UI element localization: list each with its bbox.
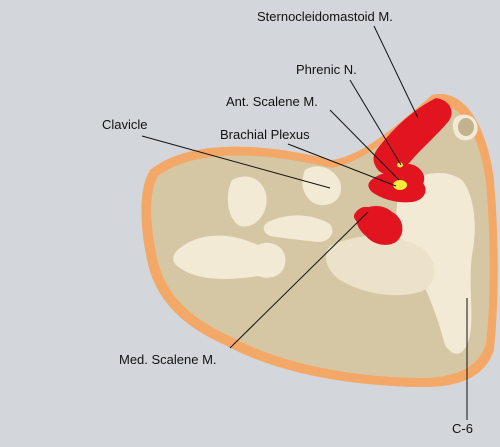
label-clavicle: Clavicle xyxy=(102,117,148,132)
brachial-plexus-nerve xyxy=(393,180,407,190)
vertebral-foramen xyxy=(458,118,474,136)
leader-brachial-plexus xyxy=(287,143,397,187)
humerus-bone xyxy=(173,235,286,279)
label-sternocleidomastoid: Sternocleidomastoid M. xyxy=(257,9,393,24)
label-phrenic: Phrenic N. xyxy=(296,62,357,77)
label-brachial-plexus: Brachial Plexus xyxy=(220,127,310,142)
coracoid-bone xyxy=(263,215,333,242)
leader-clavicle xyxy=(141,135,331,189)
label-med-scalene: Med. Scalene M. xyxy=(119,352,217,367)
sternocleidomastoid-muscle xyxy=(373,98,452,175)
leader-phrenic xyxy=(349,79,402,166)
vertebra xyxy=(396,173,475,354)
leader-sternocleidomastoid xyxy=(373,25,419,119)
leader-ant-scalene xyxy=(329,109,400,181)
lower-bone xyxy=(325,235,435,296)
label-c6: C-6 xyxy=(452,421,473,436)
scapula-bone xyxy=(227,176,267,227)
phrenic-nerve xyxy=(397,162,403,168)
label-ant-scalene: Ant. Scalene M. xyxy=(226,94,318,109)
leader-med-scalene xyxy=(229,211,369,349)
